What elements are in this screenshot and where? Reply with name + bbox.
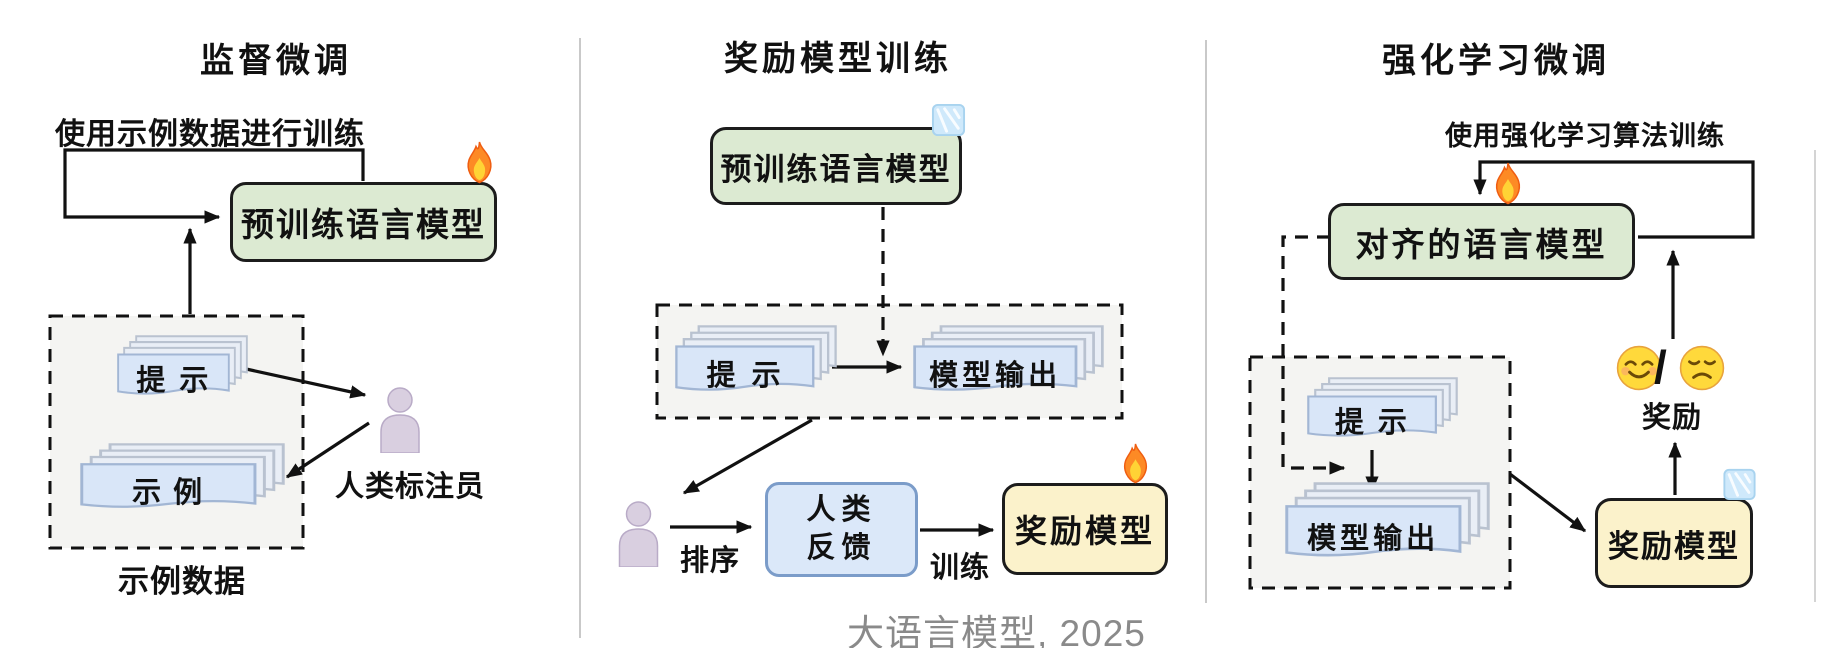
stacked-papers-icon xyxy=(117,335,248,395)
frozen-reward-model-label: 奖励模型 xyxy=(1608,528,1740,564)
reward-model-label: 奖励模型 xyxy=(1014,513,1155,549)
panel-divider-right xyxy=(1205,40,1207,603)
stacked-papers-icon xyxy=(913,325,1104,391)
rl-training-loop-arrow xyxy=(1473,160,1755,239)
annotator-label: 人类标注员 xyxy=(334,471,485,503)
rm-panel-title: 奖励模型训练 xyxy=(724,41,952,78)
stacked-papers-icon xyxy=(1285,482,1490,557)
emoji-separator: / xyxy=(1654,341,1667,393)
reward-model-box: 奖励模型 xyxy=(1002,483,1168,575)
ice-icon xyxy=(931,102,966,137)
frozen-pretrained-lm-label: 预训练语言模型 xyxy=(720,151,952,187)
footer-caption: 大语言模型, 2025 xyxy=(847,613,1146,648)
train-label: 训练 xyxy=(929,552,990,584)
rl-prompt-card-stack: 提示 xyxy=(1307,377,1458,445)
rm-prompt-card-stack: 提示 xyxy=(675,325,837,400)
sample-to-reward-model-arrow xyxy=(1509,472,1587,533)
rank-label: 排序 xyxy=(679,545,740,577)
person-icon xyxy=(377,386,423,453)
sft-prompt-stack-label: 提示 xyxy=(136,365,223,398)
aligned-lm-box: 对齐的语言模型 xyxy=(1328,203,1635,280)
smiley-icon xyxy=(1616,345,1662,391)
sft-training-loop-arrow xyxy=(63,148,365,224)
prompt-to-annotator-arrow xyxy=(236,365,367,399)
pretrained-lm-label: 预训练语言模型 xyxy=(241,208,486,244)
rl-panel-title: 强化学习微调 xyxy=(1382,43,1610,80)
rm-prompt-stack-label: 提示 xyxy=(706,359,797,392)
panel-divider-left xyxy=(579,38,581,638)
fire-icon xyxy=(1489,162,1527,206)
rl-output-stack-label: 模型输出 xyxy=(1307,522,1440,555)
stacked-papers-icon xyxy=(80,443,285,508)
rl-loop-label: 使用强化学习算法训练 xyxy=(1445,121,1725,151)
sample-to-ranker-arrow xyxy=(682,418,813,495)
sft-panel-title: 监督微调 xyxy=(200,43,352,80)
rl-prompt-stack-label: 提示 xyxy=(1334,407,1421,440)
frozen-reward-model-box: 奖励模型 xyxy=(1595,498,1753,588)
demo-data-label: 示例数据 xyxy=(118,564,246,599)
sft-demo-card-stack: 示例 xyxy=(80,443,285,517)
page-edge-line xyxy=(1814,150,1816,602)
sad-icon xyxy=(1679,345,1725,391)
person-icon xyxy=(615,500,662,567)
stacked-papers-icon xyxy=(1307,377,1458,437)
fire-icon xyxy=(1117,443,1154,485)
sft-demo-stack-label: 示例 xyxy=(132,476,215,509)
sft-prompt-card-stack: 提示 xyxy=(117,335,248,403)
rm-output-card-stack: 模型输出 xyxy=(913,325,1104,400)
rl-output-card-stack: 模型输出 xyxy=(1285,482,1490,567)
aligned-model-to-sample-dashed-arrow xyxy=(1281,235,1346,475)
pretrained-lm-box: 预训练语言模型 xyxy=(230,182,497,262)
reward-label: 奖励 xyxy=(1641,402,1702,434)
human-feedback-box: 人类 反馈 xyxy=(765,482,918,577)
frozen-pretrained-lm-box: 预训练语言模型 xyxy=(710,127,962,205)
stacked-papers-icon xyxy=(675,325,837,391)
sft-loop-label: 使用示例数据进行训练 xyxy=(55,118,365,151)
rm-output-stack-label: 模型输出 xyxy=(929,359,1062,392)
human-feedback-label: 人类 反馈 xyxy=(806,493,877,564)
ice-icon xyxy=(1721,467,1758,501)
fire-icon xyxy=(461,141,498,185)
annotator-to-demo-arrow xyxy=(285,421,370,479)
aligned-lm-label: 对齐的语言模型 xyxy=(1355,227,1608,264)
